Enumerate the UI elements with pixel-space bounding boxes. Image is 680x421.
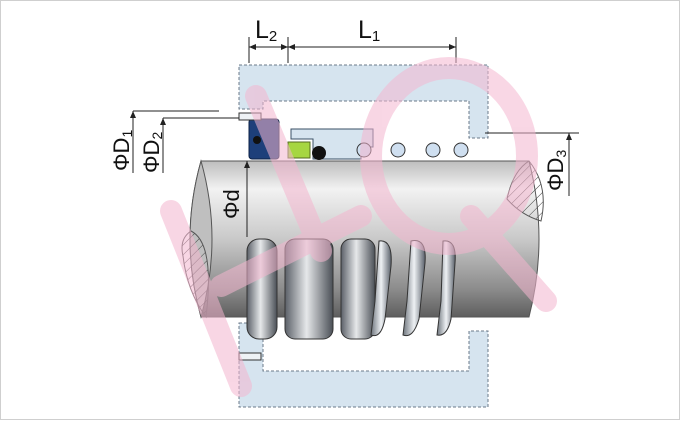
watermark-h-left [160, 200, 252, 397]
arrow [288, 44, 295, 50]
spring-wire [390, 142, 406, 158]
watermark-h-bar [210, 205, 372, 297]
arrow [160, 118, 166, 125]
o-ring-seal [312, 146, 326, 160]
label-d3-main: ΦD [543, 158, 568, 191]
watermark-h-right [245, 85, 332, 262]
retainer-ring [340, 238, 376, 340]
label-d2-main: ΦD [139, 140, 164, 173]
label-l2-sub: 2 [269, 28, 277, 45]
dimension-labels: L2 L1 ΦD1 ΦD2 ΦD3 Φd [109, 16, 569, 219]
spring [370, 239, 456, 337]
pin-lower [238, 352, 262, 361]
watermark-q-tail [460, 205, 557, 312]
label-l1-sub: 1 [372, 28, 380, 45]
spring-coil [370, 240, 392, 337]
label-l2-main: L [255, 16, 269, 44]
label-d2: ΦD2 [139, 132, 165, 173]
arrow [244, 161, 250, 168]
label-d1: ΦD1 [109, 130, 135, 171]
arrow [281, 44, 288, 50]
dimension-lines [132, 37, 579, 237]
label-d-main: Φd [219, 189, 244, 219]
watermark [160, 57, 557, 397]
spring-wire [425, 142, 441, 158]
label-d: Φd [219, 189, 244, 219]
arrow [449, 44, 456, 50]
label-d1-main: ΦD [109, 138, 134, 171]
label-d3: ΦD3 [543, 150, 569, 191]
label-d2-sub: 2 [149, 132, 165, 140]
arrow [130, 111, 136, 118]
arrowheads [130, 44, 572, 168]
label-d3-sub: 3 [553, 150, 569, 158]
o-ring-upper [253, 136, 261, 144]
arrow [566, 133, 572, 140]
label-l1-main: L [358, 16, 372, 44]
watermark-q-ring [360, 57, 538, 255]
label-l1: L1 [358, 16, 380, 45]
arrow [249, 44, 256, 50]
label-l2: L2 [255, 16, 277, 45]
spring-wire [453, 142, 469, 158]
label-d1-sub: 1 [119, 130, 135, 138]
